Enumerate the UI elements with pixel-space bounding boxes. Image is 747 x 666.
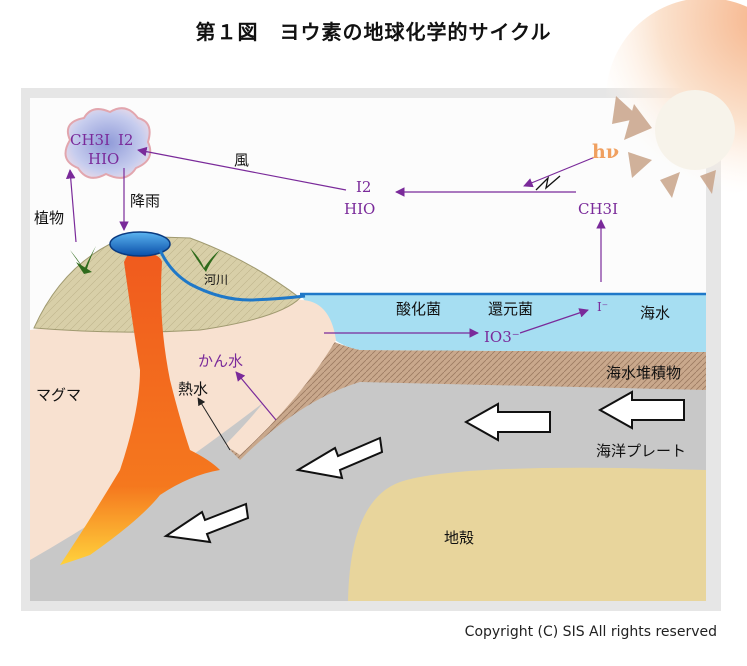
label-sediment: 海水堆積物 bbox=[606, 364, 681, 382]
label-hot-water: 熱水 bbox=[178, 380, 208, 398]
arrow-ch3i-light bbox=[523, 156, 596, 188]
arrow-wind bbox=[137, 146, 347, 191]
chem-iodate: IO3⁻ bbox=[484, 328, 520, 346]
zigzag-line bbox=[535, 175, 561, 191]
chem-cloud-i2: I2 bbox=[118, 131, 133, 149]
chem-ch3i: CH3I bbox=[578, 200, 618, 218]
arrow-hot-water bbox=[197, 397, 231, 451]
sea bbox=[300, 294, 706, 352]
magma-chamber bbox=[60, 250, 220, 565]
copyright-notice: Copyright (C) SIS All rights reserved bbox=[464, 624, 717, 640]
cloud bbox=[64, 107, 152, 179]
plants-icon bbox=[70, 246, 220, 274]
chem-air-i2: I2 bbox=[356, 178, 371, 196]
chem-iodide: I⁻ bbox=[597, 300, 608, 314]
label-acid-bacteria: 酸化菌 bbox=[396, 300, 441, 318]
crust-region bbox=[348, 467, 706, 601]
sun bbox=[606, 0, 747, 198]
label-magma: マグマ bbox=[36, 386, 81, 404]
label-oceanic-plate: 海洋プレート bbox=[596, 442, 686, 460]
plate-arrow-2 bbox=[463, 402, 551, 442]
chem-air-hio: HIO bbox=[344, 200, 375, 218]
arrow-plants bbox=[65, 169, 77, 243]
arrow-iodate-reduce bbox=[519, 308, 589, 334]
label-rain: 降雨 bbox=[130, 192, 160, 210]
label-plants: 植物 bbox=[34, 209, 64, 227]
label-river: 河川 bbox=[204, 273, 228, 287]
label-photon: hν bbox=[592, 141, 619, 163]
label-reducing-bacteria: 還元菌 bbox=[488, 300, 533, 318]
plate-motion-arrows bbox=[163, 390, 685, 544]
plate-arrow-1 bbox=[597, 390, 685, 430]
river bbox=[158, 249, 306, 302]
chem-cloud-hio: HIO bbox=[88, 150, 119, 168]
label-crust: 地殻 bbox=[444, 529, 474, 547]
plate-arrow-3 bbox=[295, 436, 384, 480]
plate-arrow-4 bbox=[163, 502, 250, 544]
crater-lake bbox=[109, 231, 171, 257]
marine-sediment bbox=[230, 340, 706, 460]
label-wind: 風 bbox=[234, 151, 249, 169]
arrow-brine bbox=[235, 371, 277, 421]
label-seawater: 海水 bbox=[640, 304, 670, 322]
chem-cloud-ch3i: CH3I bbox=[70, 131, 110, 149]
diagram-title: 第１図 ヨウ素の地球化学的サイクル bbox=[195, 20, 552, 44]
label-brine: かん水 bbox=[198, 352, 243, 370]
